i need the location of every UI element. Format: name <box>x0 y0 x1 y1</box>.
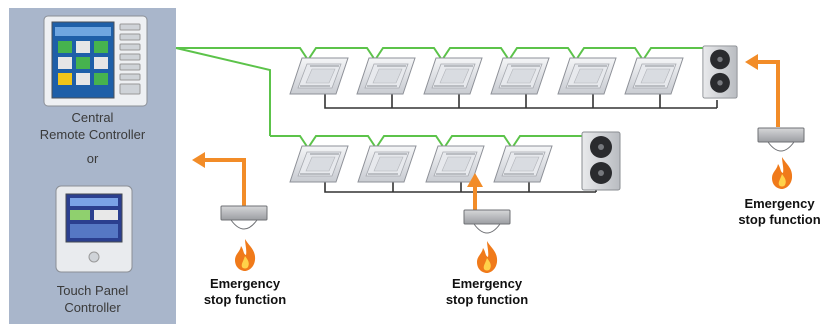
flame-icon <box>477 241 498 273</box>
ceiling-cassette-icon[interactable] <box>289 57 349 95</box>
ceiling-cassette-icon[interactable] <box>423 57 483 95</box>
touch-label-line2: Controller <box>64 300 121 315</box>
ceiling-cassette-icon[interactable] <box>490 57 550 95</box>
or-label: or <box>86 151 99 166</box>
refrigerant-piping <box>324 92 718 193</box>
outdoor-unit-2[interactable] <box>581 131 621 191</box>
flame-icon <box>772 157 793 189</box>
ceiling-cassette-icon[interactable] <box>357 145 417 183</box>
pipe-upper-header <box>324 92 717 109</box>
gas-sensor-icon <box>220 205 268 230</box>
arrow-icon <box>192 152 205 168</box>
central-remote-controller[interactable] <box>43 15 148 107</box>
central-label-line2: Remote Controller <box>39 127 146 142</box>
arrow-icon <box>467 173 483 187</box>
outdoor-unit-icon <box>702 45 738 99</box>
arrow-icon <box>756 60 780 127</box>
arrow-icon <box>203 158 246 206</box>
sensor-middle-label-line2: stop function <box>445 292 529 307</box>
ceiling-cassette-icon[interactable] <box>557 57 617 95</box>
ceiling-cassette-icon[interactable] <box>493 145 553 183</box>
ceiling-cassette-icon[interactable] <box>289 145 349 183</box>
gas-sensor-left <box>220 205 268 271</box>
gas-sensor-icon <box>463 209 511 234</box>
ceiling-cassette-icon[interactable] <box>356 57 416 95</box>
outdoor-unit-icon <box>581 131 621 191</box>
alert-arrows <box>203 60 780 210</box>
sensor-middle-label-line1: Emergency <box>451 276 523 291</box>
arrow-icon <box>745 54 758 70</box>
ceiling-cassette-icon[interactable] <box>624 57 684 95</box>
signal-line-upper <box>176 47 705 62</box>
sensor-right-label-line1: Emergency <box>744 196 815 211</box>
sensor-right-label-line2: stop function <box>738 212 821 227</box>
sensor-left-label-line1: Emergency <box>209 276 281 291</box>
pipe-lower-header <box>324 180 596 193</box>
touch-label-line1: Touch Panel <box>56 283 129 298</box>
indoor-units <box>289 57 684 183</box>
sensor-left-label-line2: stop function <box>203 292 287 307</box>
central-label-line1: Central <box>71 110 114 125</box>
outdoor-unit-1[interactable] <box>702 45 738 99</box>
gas-sensor-middle <box>463 209 511 273</box>
gas-sensor-right <box>757 127 805 189</box>
gas-sensor-icon <box>757 127 805 152</box>
arrowheads <box>192 54 758 187</box>
touch-panel-controller[interactable] <box>55 185 133 273</box>
signal-link-upper <box>175 47 271 136</box>
flame-icon <box>235 239 256 271</box>
